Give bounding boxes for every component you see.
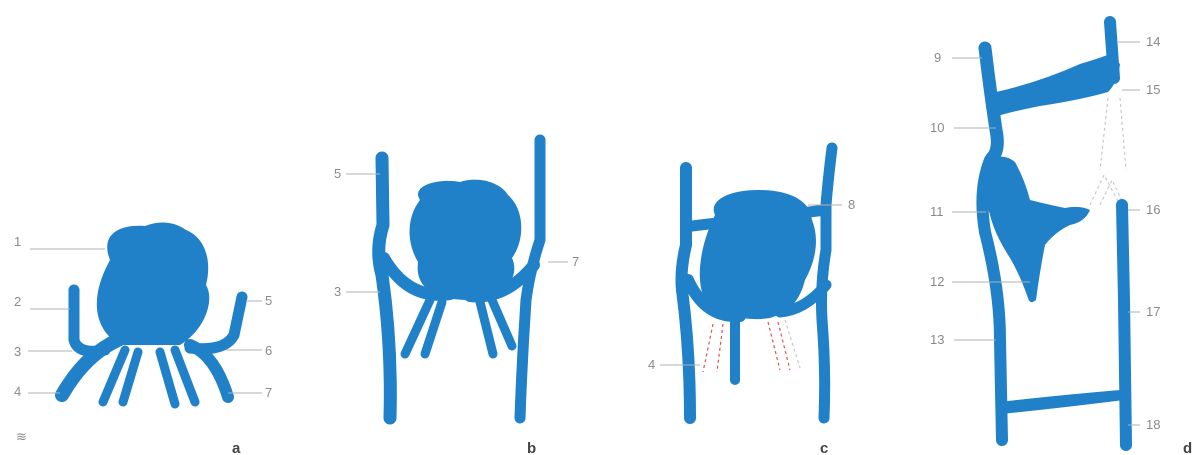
panel-letter-d: d (1183, 440, 1192, 455)
vein-b-left-cardinal (379, 158, 391, 418)
label-a-4: 4 (14, 384, 21, 399)
dashed-vessel-c-left (703, 324, 723, 372)
anastomosis-d-lower (1000, 390, 1124, 414)
label-a-3: 3 (14, 344, 21, 359)
label-d-17: 17 (1146, 304, 1160, 319)
panel-a: 1 2 3 4 5 6 7 ≋ a (14, 223, 272, 455)
brachiocephalic-d (996, 54, 1120, 116)
label-a-2: 2 (14, 294, 21, 309)
panel-d: 9 10 11 12 13 14 15 16 17 18 d (930, 22, 1192, 455)
label-d-16: 16 (1146, 202, 1160, 217)
label-d-13: 13 (930, 332, 944, 347)
label-a-7: 7 (265, 385, 272, 400)
vein-b-branch-3 (480, 302, 493, 354)
label-a-5: 5 (265, 293, 272, 308)
sinus-venosus-a (97, 223, 209, 345)
label-c-4: 4 (648, 357, 655, 372)
vein-a-branch-4 (175, 350, 195, 402)
label-d-9: 9 (934, 50, 941, 65)
vein-d-right-cardinal (1122, 205, 1126, 445)
label-b-5: 5 (334, 166, 341, 181)
label-d-12: 12 (930, 274, 944, 289)
sinus-venosus-b (410, 180, 522, 300)
vein-d-left-upper (985, 48, 997, 158)
label-d-15: 15 (1146, 82, 1160, 97)
label-d-11: 11 (930, 204, 944, 219)
label-b-7: 7 (572, 254, 579, 269)
vein-a-right-horn (190, 345, 228, 397)
panel-b: 5 3 7 b (334, 140, 579, 455)
label-c-8: 8 (848, 197, 855, 212)
panel-letter-c: c (820, 440, 828, 455)
label-a-6: 6 (265, 343, 272, 358)
label-b-3: 3 (334, 284, 341, 299)
vein-b-branch-4 (492, 300, 512, 346)
dashed-segment-d-upper (1100, 98, 1126, 170)
corner-mark-a: ≋ (16, 429, 27, 444)
panel-c: 8 4 c (648, 148, 855, 455)
vein-a-branch-3 (160, 352, 175, 404)
dashed-vessel-c-right-2 (785, 320, 800, 368)
panel-letter-b: b (527, 440, 536, 455)
dashed-vessel-c-right-1 (768, 322, 790, 370)
label-d-18: 18 (1146, 417, 1160, 432)
label-d-10: 10 (930, 120, 944, 135)
label-d-14: 14 (1146, 34, 1160, 49)
label-a-1: 1 (14, 234, 21, 249)
panel-letter-a: a (232, 440, 241, 455)
